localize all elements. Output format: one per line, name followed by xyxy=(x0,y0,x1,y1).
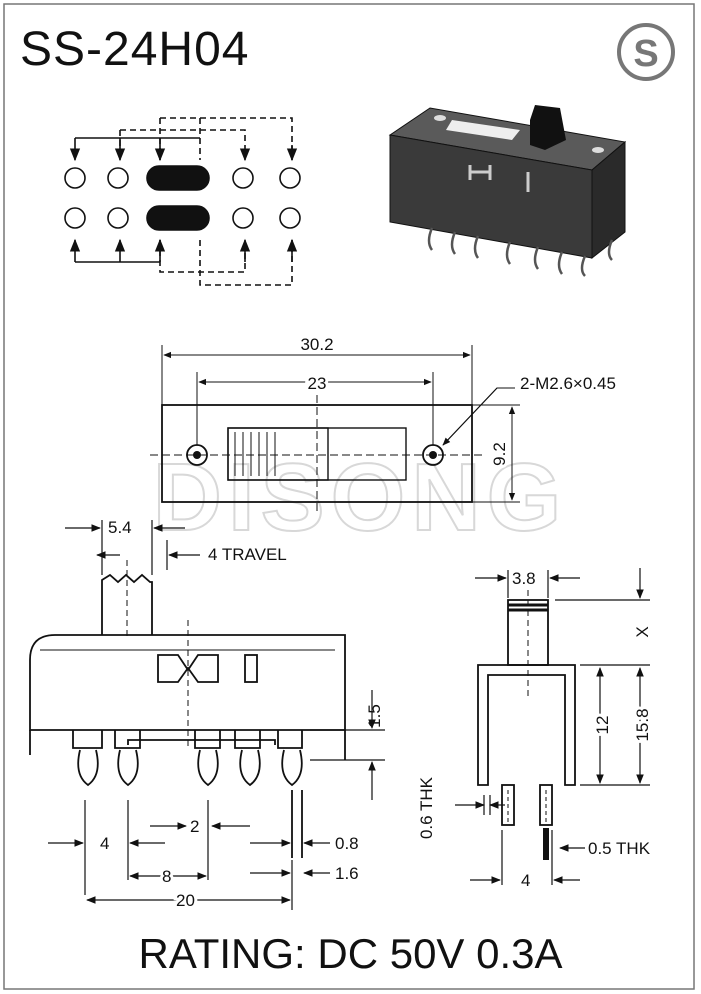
side-view xyxy=(29,560,346,858)
end-view xyxy=(477,590,576,860)
dim-end-knob-width: 3.8 xyxy=(512,569,536,588)
dim-total-height: 15.8 xyxy=(633,708,652,741)
side-view-dimensions xyxy=(48,520,385,910)
dim-pitch-4: 4 xyxy=(100,834,109,853)
product-illustration xyxy=(388,105,627,277)
dim-mount-spacing: 23 xyxy=(308,374,327,393)
dim-body-height: 12 xyxy=(593,716,612,735)
screw-note: 2-M2.6×0.45 xyxy=(520,374,616,393)
rating-text: RATING: DC 50V 0.3A xyxy=(138,930,563,977)
dim-span-8: 8 xyxy=(162,867,171,886)
sheet-border xyxy=(3,3,695,990)
dim-pin-width-16: 1.6 xyxy=(335,864,359,883)
circuit-schematic xyxy=(64,117,301,286)
end-view-dimensions xyxy=(455,568,650,885)
dim-pitch-2: 2 xyxy=(190,817,199,836)
dim-pin-height: 1.5 xyxy=(365,704,384,728)
dim-knob-height: X xyxy=(633,626,652,637)
dim-height: 9.2 xyxy=(490,442,509,466)
dim-thk-left: 0.6 THK xyxy=(417,776,436,839)
part-number-title: SS-24H04 xyxy=(20,23,250,76)
dim-span-20: 20 xyxy=(176,891,195,910)
logo-letter: S xyxy=(633,33,658,75)
dim-pin-width-08: 0.8 xyxy=(335,834,359,853)
dim-overall-length: 30.2 xyxy=(300,335,333,354)
dim-travel: 4 TRAVEL xyxy=(208,545,287,564)
dim-thk-right: 0.5 THK xyxy=(588,839,651,858)
watermark-text: DISONG xyxy=(153,444,568,551)
dim-pin-spacing: 4 xyxy=(521,871,530,890)
company-logo: S xyxy=(617,23,675,81)
dim-knob-width: 5.4 xyxy=(108,518,132,537)
top-view xyxy=(150,345,520,515)
